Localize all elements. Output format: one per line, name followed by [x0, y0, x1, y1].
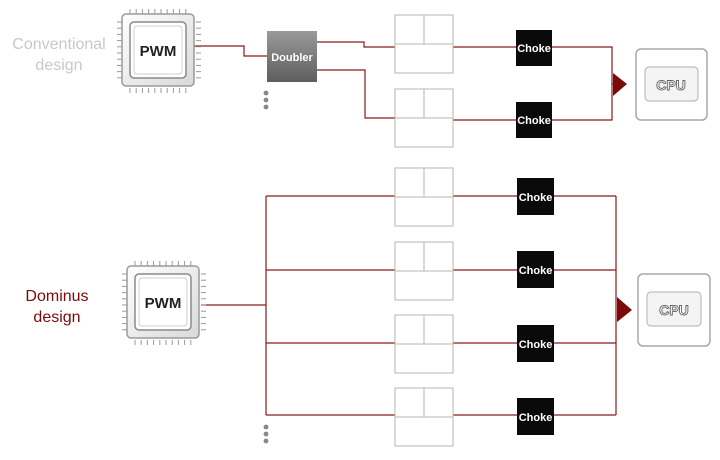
dominus-mosfet-3 [394, 314, 454, 374]
dominus-label-line1: Dominus [25, 288, 89, 305]
dominus-choke-label-4: Choke [519, 412, 553, 424]
dominus-wires [201, 195, 617, 416]
conventional-label-line1: Conventional [12, 36, 106, 53]
conventional-label-line2: design [35, 57, 83, 74]
dominus-mosfet-2 [394, 241, 454, 301]
dominus-pwm-label: PWM [145, 295, 182, 312]
conventional-choke-1: Choke [516, 30, 552, 66]
dominus-choke-label-1: Choke [519, 192, 553, 204]
dominus-choke-1: Choke [517, 178, 554, 215]
dominus-choke-label-3: Choke [519, 339, 553, 351]
dominus-cpu: CPU [637, 273, 711, 347]
conventional-pwm-label: PWM [140, 43, 177, 60]
conventional-cpu-arrow [613, 73, 627, 96]
conventional-cpu-label: CPU [656, 77, 686, 93]
dominus-design-label: Dominus design [0, 286, 114, 328]
dominus-mosfet-4 [394, 387, 454, 447]
dominus-choke-2: Choke [517, 251, 554, 288]
conventional-choke-label-1: Choke [517, 43, 551, 55]
conventional-mosfet-2 [394, 88, 454, 148]
dominus-label-line2: design [33, 309, 81, 326]
doubler-label: Doubler [271, 52, 313, 64]
conventional-design-label: Conventional design [0, 34, 118, 76]
dominus-cpu-arrow [617, 297, 632, 322]
conventional-more-dots [263, 90, 269, 110]
dominus-choke-4: Choke [517, 398, 554, 435]
conventional-choke-label-2: Choke [517, 115, 551, 127]
doubler-chip: Doubler [267, 31, 317, 82]
conventional-pwm-chip: PWM [121, 13, 195, 87]
conventional-cpu: CPU [635, 48, 708, 121]
dominus-choke-3: Choke [517, 325, 554, 362]
dominus-cpu-label: CPU [659, 302, 689, 318]
dominus-choke-label-2: Choke [519, 265, 553, 277]
dominus-mosfet-1 [394, 167, 454, 227]
conventional-choke-2: Choke [516, 102, 552, 138]
pwm-chip-pins [117, 9, 206, 345]
dominus-more-dots [263, 424, 269, 444]
dominus-pwm-chip: PWM [126, 265, 200, 339]
conventional-mosfet-1 [394, 14, 454, 74]
